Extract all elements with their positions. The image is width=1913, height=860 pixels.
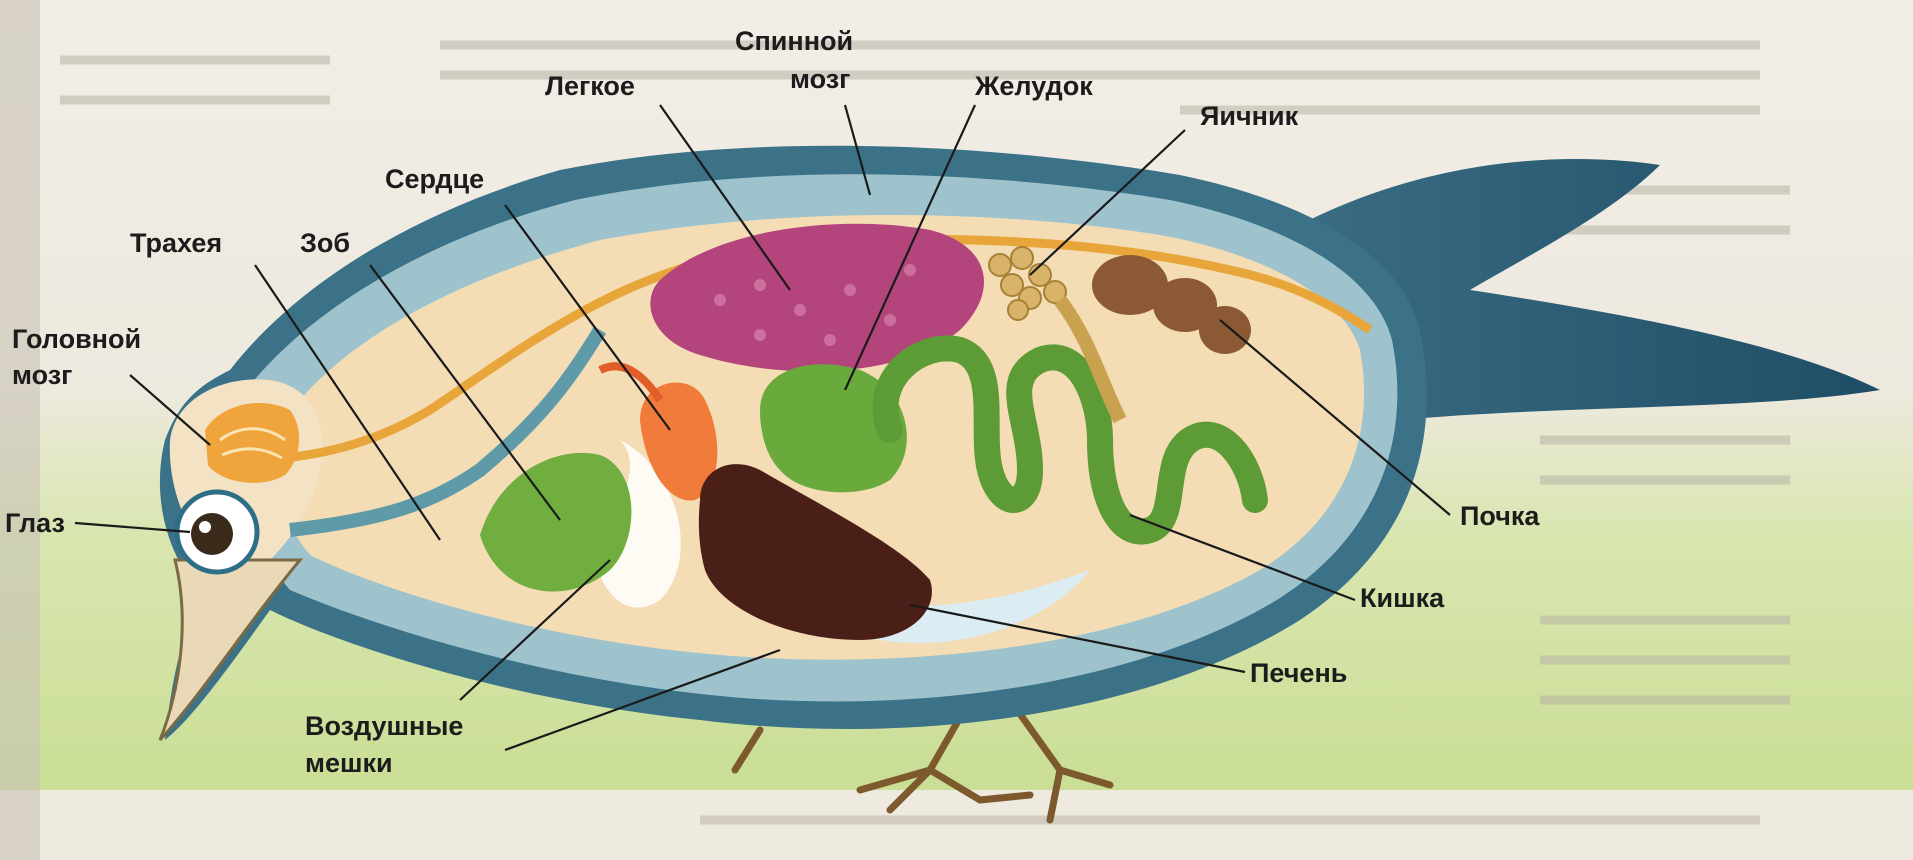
label-air-sacs-line1: Воздушные xyxy=(305,711,463,741)
book-gutter xyxy=(0,0,40,860)
page-bottom-strip xyxy=(0,790,1913,860)
label-brain-line1: Головной xyxy=(12,324,141,354)
eye-iris xyxy=(191,513,233,555)
label-heart: Сердце xyxy=(385,164,484,194)
label-ovary: Яичник xyxy=(1200,101,1299,131)
label-intestine: Кишка xyxy=(1360,583,1445,613)
label-spinal-cord-line2: мозг xyxy=(790,64,850,94)
label-trachea: Трахея xyxy=(130,228,222,258)
label-air-sacs-line2: мешки xyxy=(305,748,393,778)
label-lung: Легкое xyxy=(545,71,635,101)
label-liver: Печень xyxy=(1250,658,1347,688)
label-brain-line2: мозг xyxy=(12,360,72,390)
label-spinal-cord-line1: Спинной xyxy=(735,26,853,56)
label-crop: Зоб xyxy=(300,228,350,258)
label-stomach: Желудок xyxy=(974,71,1093,101)
label-kidney: Почка xyxy=(1460,501,1540,531)
label-eye: Глаз xyxy=(5,508,65,538)
eye-highlight xyxy=(199,521,211,533)
